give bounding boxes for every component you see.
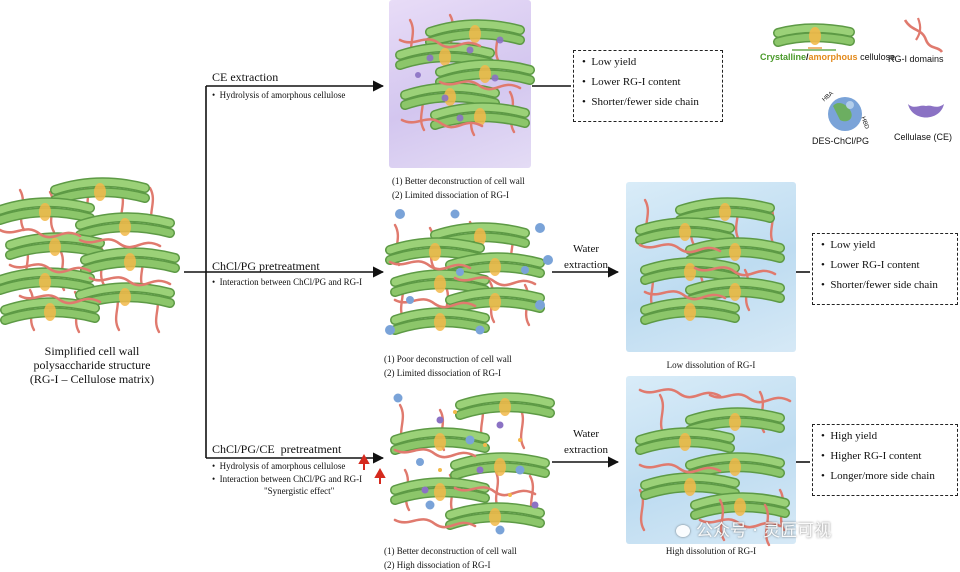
pathway-bullet: • Interaction between ChCl/PG and RG-I [212, 277, 363, 287]
pathway-title-chcl-pg: ChCl/PG pretreatment [212, 259, 320, 273]
legend-crystalline-text: Crystalline [760, 52, 807, 62]
watermark: 公众号 · 灵匠可视 [676, 516, 831, 541]
outcome-text: High yield [830, 430, 878, 442]
legend-rg1-icon [903, 17, 944, 53]
result-line: (1) Better deconstruction of cell wall [384, 546, 517, 556]
outcome-text: Lower RG-I content [830, 259, 920, 271]
outcome-text: Shorter/fewer side chain [591, 96, 699, 108]
outcome-item: • Lower RG-I content [582, 76, 681, 88]
water-extraction-label: Water extraction [556, 428, 616, 457]
flow-arrows [184, 80, 810, 468]
water-low-illustration [640, 200, 780, 321]
legend-rg1-label: RG-I domains [888, 54, 944, 64]
ce-step-result: (1) Better deconstruction of cell wall (… [392, 176, 525, 201]
pathway-title-chcl-pg-ce: ChCl/PG/CE pretreatment [212, 442, 342, 456]
legend-des-icon [828, 97, 862, 131]
outcome-item: • High yield [821, 430, 878, 442]
outcome-text: Higher RG-I content [830, 450, 922, 462]
wechat-icon [676, 525, 690, 537]
water-label-line: Water [573, 243, 599, 255]
legend-cellulose-text: cellulose [857, 52, 896, 62]
outcome-text: Low yield [830, 239, 876, 251]
pathway-bullet: • Interaction between ChCl/PG and RG-I [212, 474, 363, 484]
outcome-text: Lower RG-I content [591, 76, 681, 88]
increase-arrows [358, 453, 386, 484]
caption-line: Simplified cell wall [44, 344, 140, 358]
result-line: (2) Limited dissociation of RG-I [392, 190, 509, 200]
water-label-line: extraction [564, 259, 608, 271]
water-label-line: Water [573, 428, 599, 440]
legend-cellulose-label: Crystalline/amorphous cellulose [760, 52, 895, 63]
outcome-box-chcl-pg: • Low yield • Lower RG-I content • Short… [812, 233, 958, 305]
outcome-text: Low yield [591, 56, 637, 68]
bullet-text: Interaction between ChCl/PG and RG-I [219, 277, 363, 287]
caption-line: polysaccharide structure [33, 358, 151, 372]
pathway-bullet: • Hydrolysis of amorphous cellulose [212, 90, 346, 100]
water-extraction-label: Water extraction [556, 243, 616, 272]
legend-cellulase-label: Cellulase (CE) [894, 132, 953, 142]
watermark-text: 公众号 · 灵匠可视 [696, 521, 832, 541]
ce-extraction-illustration [400, 13, 530, 137]
legend-amorphous-text: amorphous [808, 52, 858, 62]
result-line: (1) Better deconstruction of cell wall [392, 176, 525, 186]
synergistic-note: "Synergistic effect" [264, 486, 335, 496]
chcl-pg-ce-step-result: (1) Better deconstruction of cell wall (… [384, 546, 517, 571]
legend-cellulose-icon [773, 23, 855, 51]
water-label-line: extraction [564, 444, 608, 456]
bullet-text: Interaction between ChCl/PG and RG-I [219, 474, 363, 484]
result-line: (2) High dissociation of RG-I [384, 560, 491, 570]
chcl-pg-ce-illustration [394, 394, 551, 535]
outcome-item: • Shorter/fewer side chain [821, 279, 938, 291]
outcome-item: • Higher RG-I content [821, 450, 922, 462]
outcome-box-chcl-pg-ce: • High yield • Higher RG-I content • Lon… [812, 424, 958, 496]
chcl-pg-illustration [385, 209, 553, 335]
result-line: (1) Poor deconstruction of cell wall [384, 354, 512, 364]
bullet-text: Hydrolysis of amorphous cellulose [219, 90, 346, 100]
caption-line: (RG-I – Cellulose matrix) [29, 372, 155, 386]
outcome-item: • Longer/more side chain [821, 470, 935, 482]
pathway-bullet: • Hydrolysis of amorphous cellulose [212, 461, 346, 471]
outcome-item: • Low yield [582, 56, 637, 68]
legend-cellulase-icon [908, 104, 944, 118]
pathway-title-ce-extraction: CE extraction [212, 70, 279, 84]
outcome-item: • Shorter/fewer side chain [582, 96, 699, 108]
outcome-text: Longer/more side chain [830, 470, 935, 482]
chcl-pg-step-result: (1) Poor deconstruction of cell wall (2)… [384, 354, 512, 379]
outcome-text: Shorter/fewer side chain [830, 279, 938, 291]
dissolution-caption-low: Low dissolution of RG-I [666, 360, 756, 370]
result-line: (2) Limited dissociation of RG-I [384, 368, 501, 378]
outcome-item: • Lower RG-I content [821, 259, 920, 271]
legend-des-label: DES-ChCl/PG [812, 136, 870, 146]
cell-wall-structure [0, 182, 175, 334]
cell-wall-caption: Simplified cell wall polysaccharide stru… [0, 344, 184, 386]
bullet-text: Hydrolysis of amorphous cellulose [219, 461, 346, 471]
outcome-box-ce: • Low yield • Lower RG-I content • Short… [573, 50, 723, 122]
outcome-item: • Low yield [821, 239, 876, 251]
dissolution-caption-high: High dissolution of RG-I [665, 546, 757, 556]
legend-slash: / [806, 52, 809, 62]
